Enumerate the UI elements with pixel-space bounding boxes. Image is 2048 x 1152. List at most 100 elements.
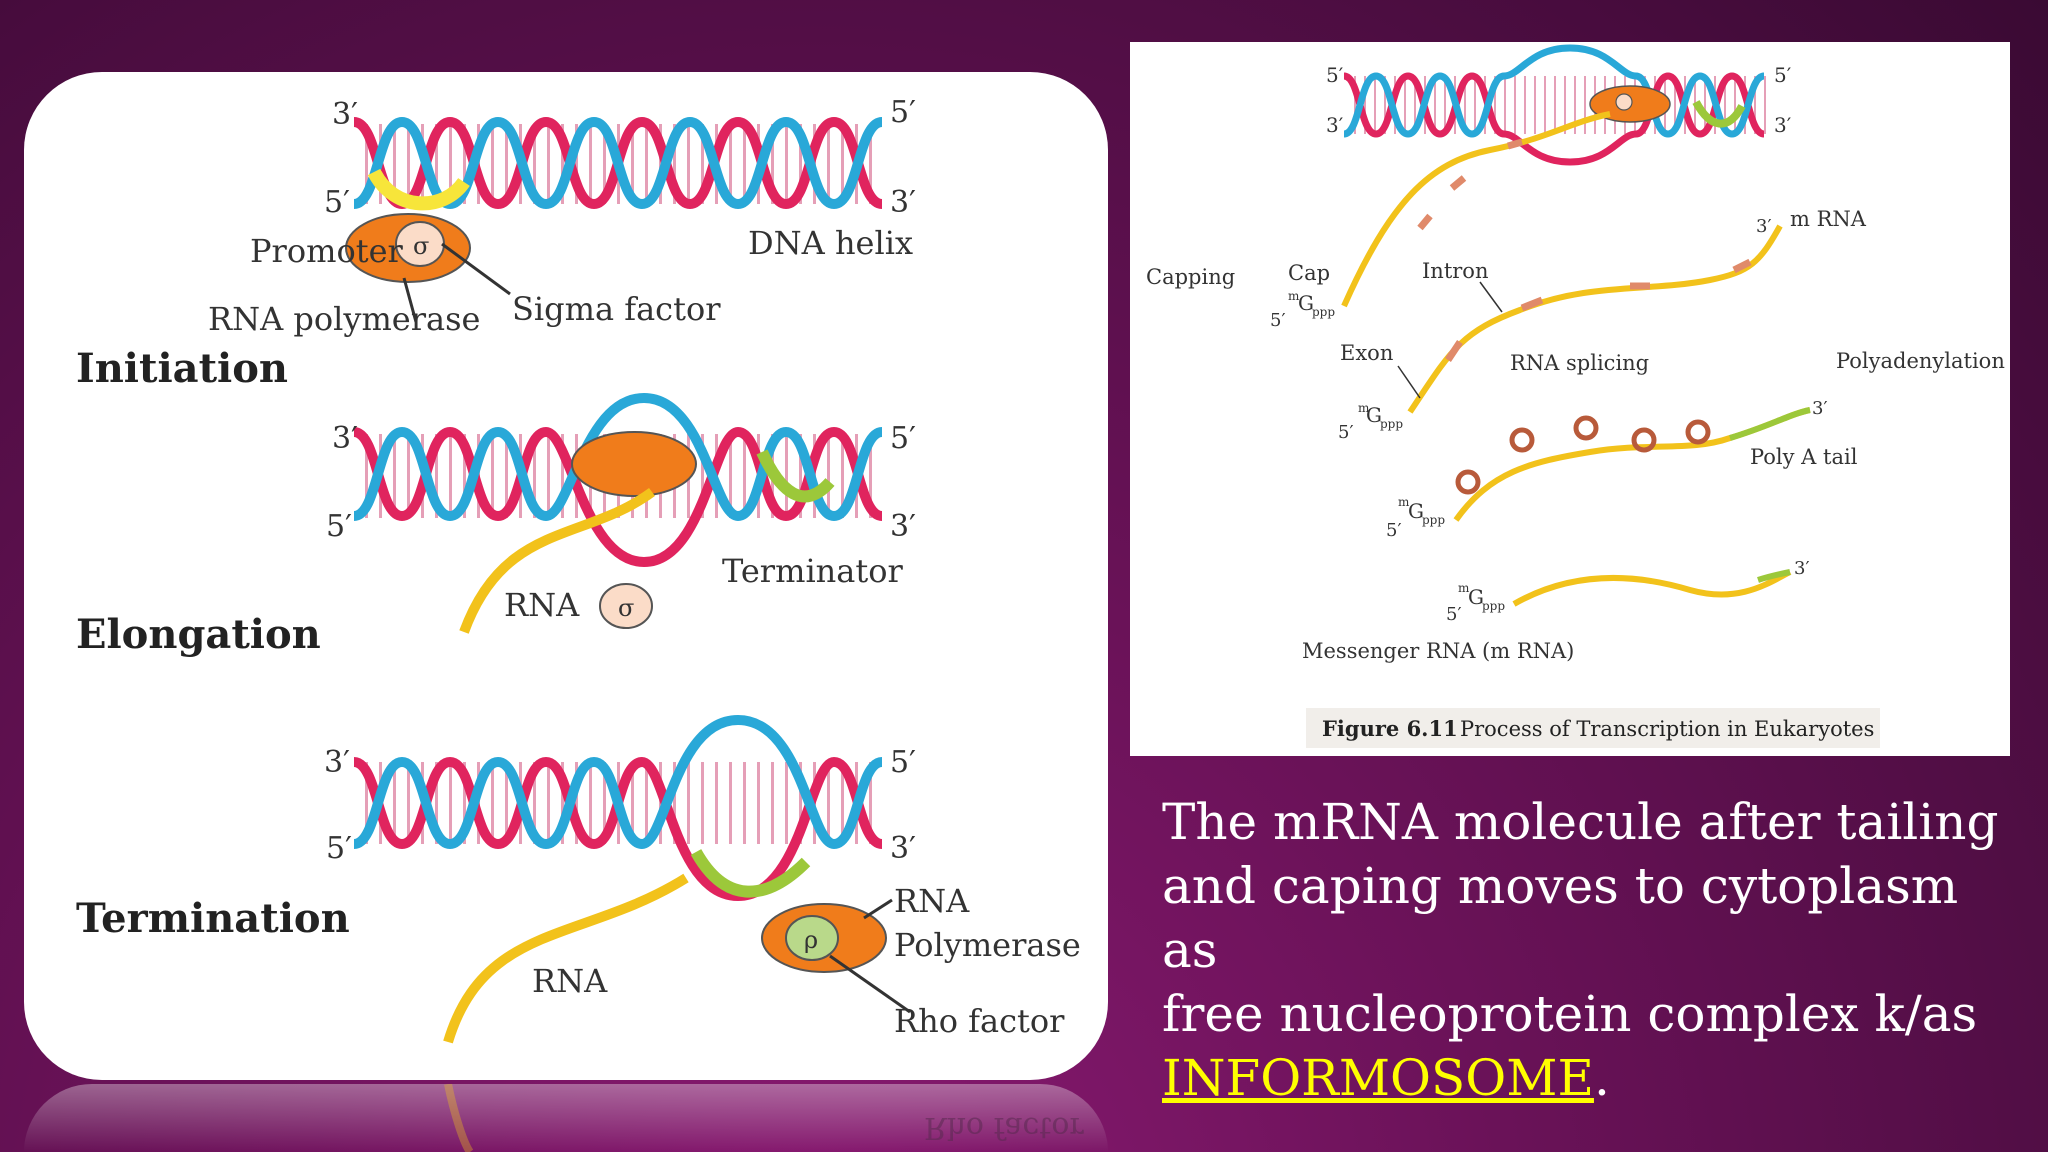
final-3-prime: 3′	[1794, 558, 1810, 579]
sigma-pointer	[441, 242, 511, 296]
elongation-polymerase	[571, 431, 697, 497]
elong-5-prime-bottom: 5′	[326, 509, 352, 544]
prokaryote-transcription-panel: 3′ 5′ 5′ 3′ σ Promoter DNA helix RNA pol…	[24, 72, 1108, 1080]
cap-g: G	[1298, 291, 1314, 315]
sigma-symbol: σ	[413, 232, 429, 260]
elong-5-prime-right: 5′	[890, 421, 916, 456]
nascent-introns	[1417, 138, 1523, 231]
capping-label: Capping	[1146, 265, 1235, 289]
released-polymerase-label-2: Polymerase	[894, 926, 1081, 964]
euk-5-prime-left: 5′	[1326, 63, 1344, 87]
rho-factor-circle	[785, 915, 839, 961]
term-5-prime-bottom: 5′	[326, 831, 352, 866]
polymerase-release-pointer	[863, 898, 893, 920]
rho-symbol: ρ	[804, 926, 818, 954]
terminator-label: Terminator	[722, 552, 903, 590]
eukaryote-diagram: 5′ 3′ 5′ 3′ Capping Cap m G ppp 5′ Intro…	[1146, 44, 2005, 748]
elongation-rna-strand	[459, 487, 655, 634]
mrna-3-prime: 3′	[1756, 216, 1772, 237]
panel-reflection: Rho factor	[24, 1084, 1108, 1152]
init-3-prime-top: 3′	[332, 97, 358, 132]
final-cap-5-prime: 5′	[1446, 604, 1462, 625]
cap-5-prime: 5′	[1270, 310, 1286, 331]
description-line-2: and caping moves to cytoplasm as	[1162, 857, 1959, 979]
figure-number: Figure 6.11	[1322, 716, 1458, 741]
capped-pre-mrna	[1407, 224, 1783, 414]
prokaryote-diagram: 3′ 5′ 5′ 3′ σ Promoter DNA helix RNA pol…	[76, 95, 1081, 1044]
polya-cap-ppp: ppp	[1422, 513, 1445, 527]
termination-stage-label: Termination	[76, 895, 350, 942]
protein-bead	[1509, 427, 1535, 453]
sigma-factor-label: Sigma factor	[512, 290, 721, 328]
euk-3-prime-right: 3′	[1774, 113, 1792, 137]
cap-ppp: ppp	[1312, 305, 1335, 319]
polya-3-prime: 3′	[1812, 398, 1828, 419]
informosome-description: The mRNA molecule after tailing and capi…	[1162, 790, 2022, 1110]
termination-terminator-region	[690, 848, 811, 898]
init-5-prime-bottom: 5′	[324, 185, 350, 220]
termination-helix	[352, 714, 884, 902]
protein-bead	[1685, 419, 1711, 445]
intron-label: Intron	[1422, 259, 1488, 283]
description-period: .	[1593, 1049, 1610, 1107]
cap-label: Cap	[1288, 261, 1330, 285]
final-cap-ppp: ppp	[1482, 599, 1505, 613]
description-line-4: INFORMOSOME.	[1162, 1046, 2022, 1110]
term-3-prime-top: 3′	[324, 745, 350, 780]
initiation-stage-label: Initiation	[76, 345, 288, 392]
figure-caption: Process of Transcription in Eukaryotes	[1460, 717, 1874, 741]
promoter-label: Promoter	[250, 232, 404, 270]
cap-m: m	[1288, 289, 1300, 303]
m-rna-label: m RNA	[1790, 207, 1867, 231]
exon-cap-g: G	[1366, 403, 1382, 427]
euk-3-prime-left: 3′	[1326, 113, 1344, 137]
released-rna-strand	[443, 873, 689, 1044]
nascent-transcript	[1341, 111, 1611, 308]
polymerase-pointer	[402, 277, 418, 323]
polya-cap-g: G	[1408, 499, 1424, 523]
elongation-rna-label: RNA	[504, 586, 580, 624]
term-5-prime-right: 5′	[890, 745, 916, 780]
eukaryote-transcription-panel: 5′ 3′ 5′ 3′ Capping Cap m G ppp 5′ Intro…	[1130, 42, 2010, 756]
reflection-text: Rho factor	[924, 1110, 1084, 1145]
eukaryote-helix	[1342, 44, 1770, 166]
euk-polymerase-core	[1615, 93, 1633, 111]
protein-bead	[1573, 415, 1599, 441]
polya-cap-m: m	[1398, 495, 1410, 509]
pre-mrna-introns	[1445, 258, 1752, 362]
terminator-region	[756, 449, 835, 503]
exon-cap-ppp: ppp	[1380, 417, 1403, 431]
mature-mrna	[1512, 569, 1792, 607]
protein-bead	[1631, 427, 1657, 453]
rna-polymerase-label: RNA polymerase	[208, 300, 480, 338]
rho-pointer	[829, 954, 911, 1014]
mature-poly-a-tail	[1757, 569, 1791, 583]
init-5-prime-right: 5′	[890, 95, 916, 130]
description-line-1: The mRNA molecule after tailing	[1162, 793, 1999, 851]
rna-splicing-label: RNA splicing	[1510, 351, 1649, 375]
term-3-prime-right: 3′	[890, 831, 916, 866]
polyadenylation-label: Polyadenylation	[1836, 349, 2005, 373]
poly-a-tail-label: Poly A tail	[1750, 445, 1858, 469]
exon-cap-5-prime: 5′	[1338, 422, 1354, 443]
euk-5-prime-right: 5′	[1774, 63, 1792, 87]
final-cap-m: m	[1458, 581, 1470, 595]
final-cap-g: G	[1468, 585, 1484, 609]
exon-cap-m: m	[1358, 401, 1370, 415]
exon-pointer	[1397, 365, 1421, 399]
released-sigma-symbol: σ	[618, 594, 634, 622]
figure-caption-box	[1306, 708, 1880, 748]
reflection-svg: Rho factor	[444, 1084, 1084, 1152]
promoter-region	[367, 168, 470, 211]
init-3-prime-right: 3′	[890, 185, 916, 220]
initiation-helix	[352, 116, 884, 211]
elongation-stage-label: Elongation	[76, 611, 321, 658]
protein-bead	[1455, 469, 1481, 495]
elong-3-prime-top: 3′	[332, 421, 358, 456]
dna-helix-label: DNA helix	[748, 224, 913, 262]
exon-label: Exon	[1340, 341, 1393, 365]
rho-factor-label: Rho factor	[894, 1002, 1065, 1040]
termination-rna-label: RNA	[532, 962, 608, 1000]
polya-cap-5-prime: 5′	[1386, 520, 1402, 541]
informosome-highlight: INFORMOSOME	[1162, 1049, 1594, 1107]
